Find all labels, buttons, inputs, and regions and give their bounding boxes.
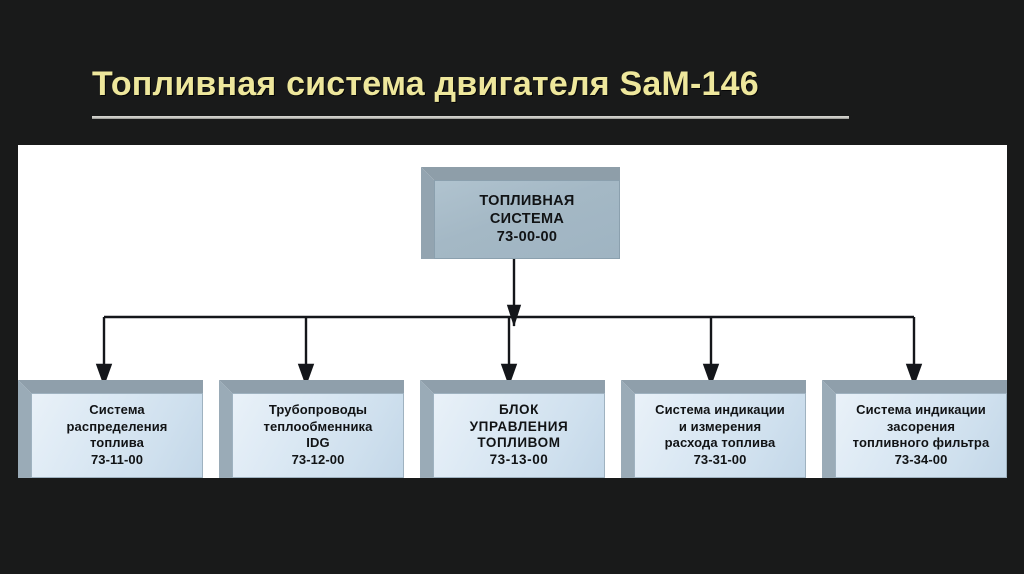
node-fuel-system-root[interactable]: ТОПЛИВНАЯ СИСТЕМА 73-00-00 [421, 167, 620, 259]
node-side-bevel [822, 380, 835, 478]
node-side-bevel [219, 380, 232, 478]
node-code: 73-34-00 [894, 451, 948, 467]
node-label-line: БЛОК [499, 402, 539, 417]
node-top-bevel [621, 380, 806, 393]
node-label-line: распределения [66, 418, 168, 434]
node-label-line: СИСТЕМА [489, 211, 565, 227]
node-top-bevel [18, 380, 203, 393]
node-top-bevel [421, 167, 620, 180]
title-divider [92, 116, 849, 119]
node-idg-heat-exchanger-pipelines[interactable]: Трубопроводы теплообменника IDG 73-12-00 [219, 380, 404, 478]
node-label-line: и измерения [678, 418, 762, 434]
node-label-line: Трубопроводы [268, 402, 368, 417]
node-face: Трубопроводы теплообменника IDG 73-12-00 [232, 393, 404, 478]
node-fuel-control-unit[interactable]: БЛОК УПРАВЛЕНИЯ ТОПЛИВОМ 73-13-00 [420, 380, 605, 478]
node-code: 73-31-00 [693, 451, 747, 467]
node-side-bevel [420, 380, 433, 478]
node-face: Система индикации засорения топливного ф… [835, 393, 1007, 478]
node-face: Система индикации и измерения расхода то… [634, 393, 806, 478]
node-code: 73-13-00 [489, 451, 549, 467]
node-fuel-flow-indication-system[interactable]: Система индикации и измерения расхода то… [621, 380, 806, 478]
node-label-line: Система [89, 402, 145, 417]
diagram-panel: ТОПЛИВНАЯ СИСТЕМА 73-00-00 [18, 145, 1007, 478]
node-label-line: ТОПЛИВОМ [477, 435, 561, 450]
node-label-line: теплообменника [263, 418, 373, 434]
node-label-line: расхода топлива [664, 435, 776, 450]
node-side-bevel [18, 380, 31, 478]
node-label-line: ТОПЛИВНАЯ [479, 193, 575, 209]
node-label-line: Система индикации [856, 402, 986, 417]
node-side-bevel [621, 380, 634, 478]
node-side-bevel [421, 167, 434, 259]
node-code: 73-12-00 [291, 451, 345, 467]
arrowhead-root-to-bus [506, 304, 522, 327]
node-label-line: IDG [306, 435, 330, 450]
node-label-line: засорения [886, 418, 956, 434]
node-label-line: УПРАВЛЕНИЯ [469, 418, 569, 434]
node-fuel-distribution-system[interactable]: Система распределения топлива 73-11-00 [18, 380, 203, 478]
node-fuel-filter-clogging-indication-system[interactable]: Система индикации засорения топливного ф… [822, 380, 1007, 478]
node-face: Система распределения топлива 73-11-00 [31, 393, 203, 478]
node-top-bevel [219, 380, 404, 393]
page-title: Топливная система двигателя SaM-146 [92, 65, 759, 103]
node-top-bevel [822, 380, 1007, 393]
node-face: ТОПЛИВНАЯ СИСТЕМА 73-00-00 [434, 180, 620, 259]
node-face: БЛОК УПРАВЛЕНИЯ ТОПЛИВОМ 73-13-00 [433, 393, 605, 478]
node-label-line: Система индикации [655, 402, 785, 417]
title-block: Топливная система двигателя SaM-146 [92, 62, 852, 120]
node-code: 73-11-00 [90, 451, 144, 467]
node-label-line: топливного фильтра [852, 435, 990, 450]
node-code: 73-00-00 [496, 229, 558, 245]
node-label-line: топлива [90, 435, 144, 450]
node-top-bevel [420, 380, 605, 393]
